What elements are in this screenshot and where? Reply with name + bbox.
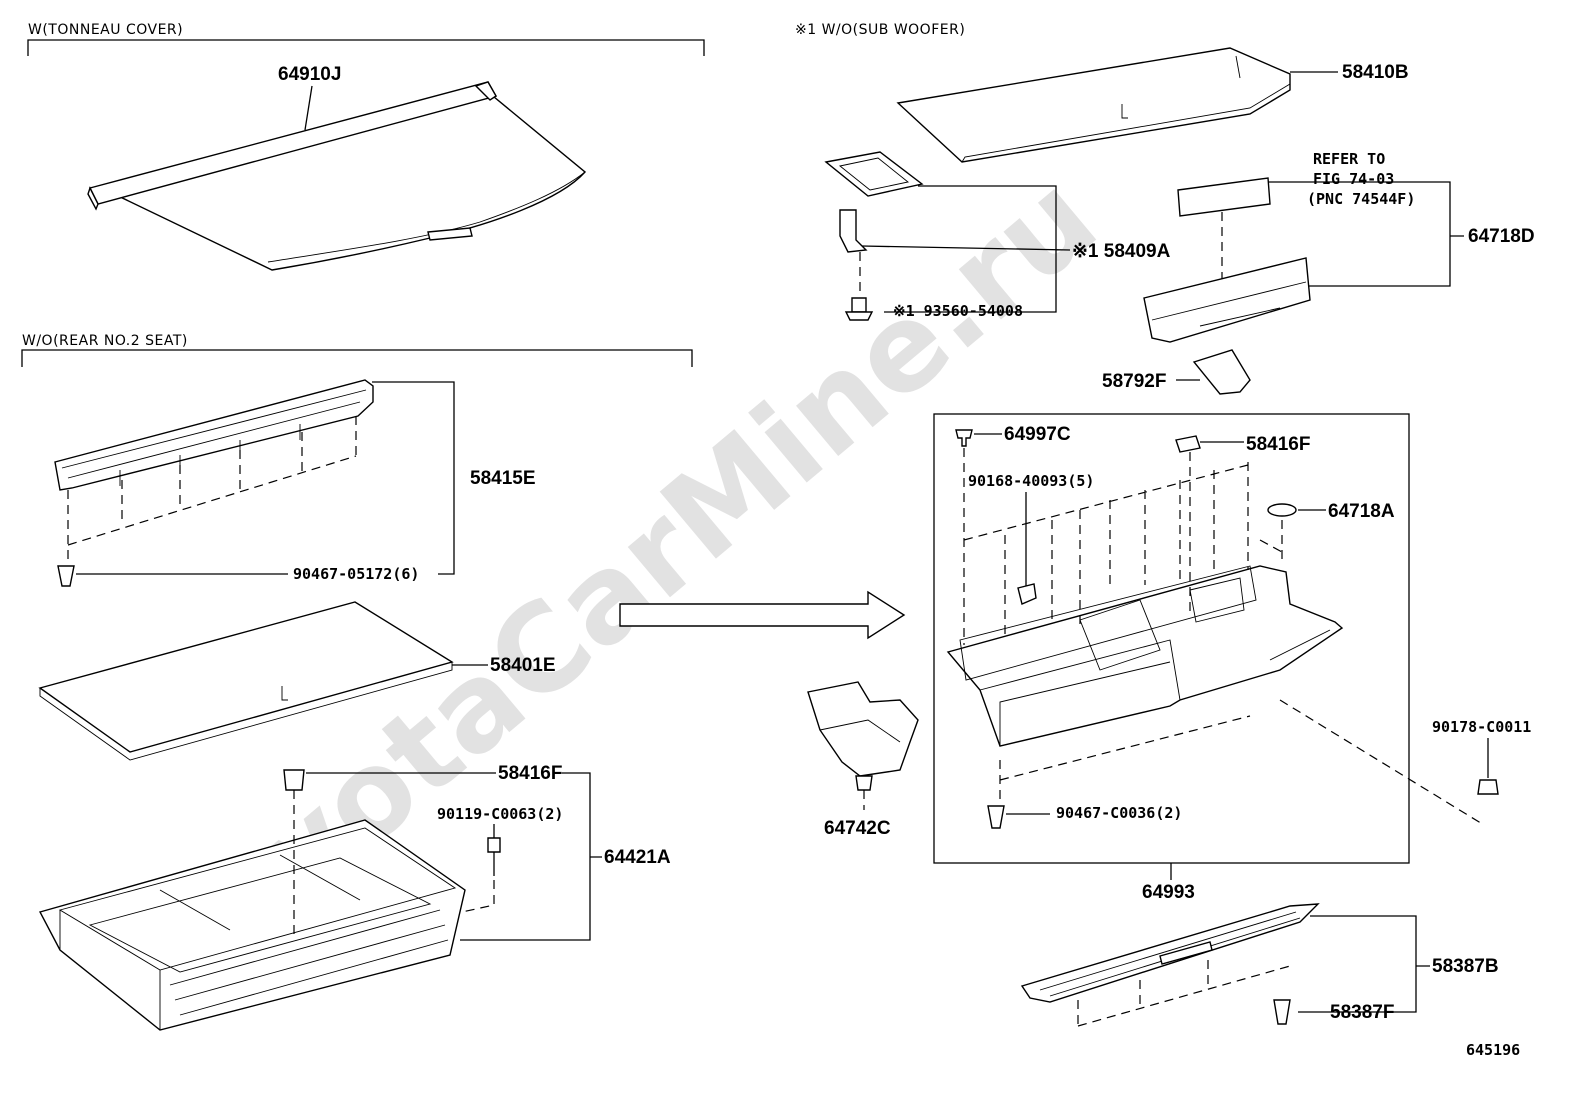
dashed-guides-58415E xyxy=(67,416,357,565)
leader-58387B xyxy=(1298,915,1430,1013)
part-storage-tray-64421A xyxy=(38,769,501,1031)
label-58415E: 58415E xyxy=(470,468,536,489)
section-tonneau-cover: W(TONNEAU COVER) xyxy=(27,22,705,56)
section-title-tonneau: W(TONNEAU COVER) xyxy=(28,22,183,38)
label-64997C: 64997C xyxy=(1004,424,1071,445)
clip-90467-05172 xyxy=(57,565,75,587)
label-58416F-left: 58416F xyxy=(498,763,562,784)
leader-58415E xyxy=(372,381,455,575)
label-64742C: 64742C xyxy=(824,818,891,839)
dashed-guides-64421A xyxy=(293,790,495,935)
leader-58409A xyxy=(861,185,1071,313)
section-bracket-rear-seat xyxy=(21,349,693,367)
part-scuff-plate-58387B xyxy=(1020,903,1320,1003)
bolt-93560-54008 xyxy=(844,297,874,321)
ref-line-2: FIG 74-03 xyxy=(1313,170,1394,188)
plug-58416F-left xyxy=(283,769,305,791)
part-holder-64742C xyxy=(807,681,919,791)
part-ref-74544F xyxy=(1177,177,1271,217)
label-64718D: 64718D xyxy=(1468,226,1535,247)
part-bracket-58792F xyxy=(1192,349,1251,395)
label-58409A: ※1 58409A xyxy=(1072,241,1171,262)
part-deck-board-58410B xyxy=(896,47,1291,163)
clip-58387F xyxy=(1273,999,1291,1025)
clip-90467-C0036 xyxy=(987,805,1005,829)
section-title-subwoofer: ※1 W/O(SUB WOOFER) xyxy=(795,22,965,38)
section-title-rear-seat: W/O(REAR NO.2 SEAT) xyxy=(22,333,188,349)
label-93560-54008: ※1 93560-54008 xyxy=(893,302,1023,320)
label-64910J: 64910J xyxy=(278,64,341,85)
part-luggage-tray-64993 xyxy=(946,565,1344,747)
part-tonneau-cover xyxy=(87,81,587,271)
leader-64718D xyxy=(1268,181,1464,287)
label-64718A: 64718A xyxy=(1328,501,1395,522)
label-58401E: 58401E xyxy=(490,655,556,676)
transition-arrow xyxy=(619,590,906,640)
ref-line-1: REFER TO xyxy=(1313,150,1385,168)
screw-90168-40093 xyxy=(1017,583,1037,605)
ref-line-3: (PNC 74544F) xyxy=(1307,190,1415,208)
label-58416F-right: 58416F xyxy=(1246,434,1310,455)
part-rear-floor-trim-58415E xyxy=(54,379,374,491)
figure-id: 645196 xyxy=(1466,1041,1520,1059)
nut-90178-C0011 xyxy=(1477,779,1499,795)
label-64421A: 64421A xyxy=(604,847,671,868)
section-rear-seat: W/O(REAR NO.2 SEAT) xyxy=(21,333,693,367)
label-58387F: 58387F xyxy=(1330,1002,1394,1023)
part-deck-board-58401E xyxy=(38,601,454,761)
label-90467-05172: 90467-05172(6) xyxy=(293,565,419,583)
label-90168-40093: 90168-40093(5) xyxy=(968,472,1094,490)
label-58387B: 58387B xyxy=(1432,956,1499,977)
leader-64910J xyxy=(304,85,313,131)
cap-64718A xyxy=(1267,503,1297,517)
reference-note: REFER TO FIG 74-03 (PNC 74544F) xyxy=(1307,150,1415,208)
label-90467-C0036: 90467-C0036(2) xyxy=(1056,804,1182,822)
dashed-guides-64993 xyxy=(963,448,1485,826)
plug-58416F-right xyxy=(1175,435,1201,453)
clip-64997C xyxy=(955,429,973,447)
leader-64421A xyxy=(460,772,602,941)
label-64993: 64993 xyxy=(1142,882,1195,903)
part-trim-64718D xyxy=(1143,257,1311,343)
dashed-guides-58387B xyxy=(1077,960,1291,1028)
label-58792F: 58792F xyxy=(1102,371,1166,392)
section-bracket-tonneau xyxy=(27,39,705,56)
label-58410B: 58410B xyxy=(1342,62,1409,83)
label-90119-C0063: 90119-C0063(2) xyxy=(437,805,563,823)
part-cover-58409A xyxy=(824,151,924,253)
bolt-90119-C0063 xyxy=(487,837,501,853)
label-90178-C0011: 90178-C0011 xyxy=(1432,718,1531,736)
